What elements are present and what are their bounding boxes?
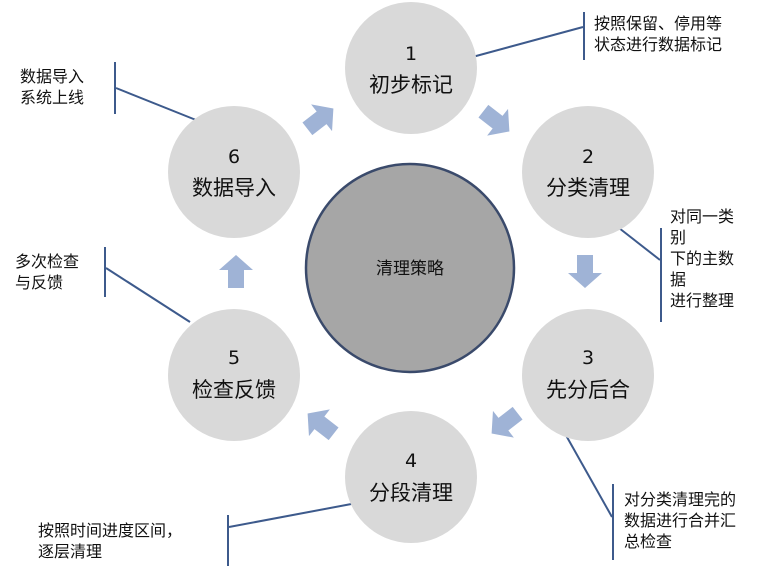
leader-4 [228,501,363,528]
arrow-2-to-3-icon [568,255,602,288]
step-3-number: 3 [582,347,594,369]
step-1-circle [345,2,477,134]
note-step-3: 对分类清理完的 数据进行合并汇 总检查 [624,490,737,551]
arrow-3-to-4-icon [491,406,523,438]
leader-2 [618,227,661,261]
step-2-circle [522,106,654,238]
step-5-label: 检查反馈 [192,378,276,402]
step-6-number: 6 [228,146,240,168]
step-2: 2 分类清理 [522,106,654,238]
step-6: 6 数据导入 [168,106,300,238]
step-3-circle [522,309,654,441]
arrow-5-to-6-icon [219,255,253,288]
arrow-6-to-1-icon [302,104,334,136]
step-1: 1 初步标记 [345,2,477,134]
step-1-number: 1 [405,43,417,65]
step-4-number: 4 [405,450,417,472]
leader-5 [105,267,191,323]
step-6-circle [168,106,300,238]
note-step-6: 数据导入 系统上线 [20,67,85,107]
step-2-label: 分类清理 [546,176,630,200]
center-circle [304,162,516,374]
center-label: 清理策略 [376,259,444,279]
note-step-2: 对同一类 别 下的主数 据 进行整理 [670,207,735,310]
step-3: 3 先分后合 [522,309,654,441]
note-step-5: 多次检查 与反馈 [15,252,80,292]
step-1-label: 初步标记 [369,73,453,97]
flow-arrows [219,104,602,441]
step-4: 4 分段清理 [345,411,477,543]
arrow-4-to-5-icon [307,409,339,441]
leader-3 [562,429,613,518]
note-step-4: 按照时间进度区间， 逐层清理 [38,521,183,561]
step-2-number: 2 [582,146,594,168]
leader-lines [104,12,662,566]
step-5-number: 5 [228,347,240,369]
step-5-circle [168,309,300,441]
center: 清理策略 [304,162,516,374]
leader-6 [115,87,197,121]
step-4-label: 分段清理 [369,481,453,505]
step-6-label: 数据导入 [192,176,276,200]
leader-1 [464,26,584,60]
step-4-circle [345,411,477,543]
step-5: 5 检查反馈 [168,309,300,441]
note-step-1: 按照保留、停用等 状态进行数据标记 [594,14,723,54]
step-3-label: 先分后合 [546,378,630,402]
arrow-1-to-2-icon [478,104,510,136]
